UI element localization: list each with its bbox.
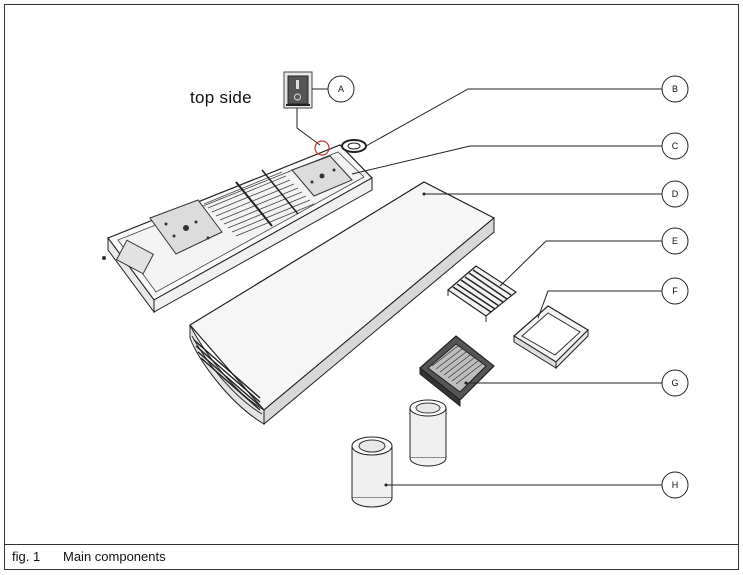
figure-caption: fig. 1 Main components [12,549,166,564]
callout-c-circle [661,132,689,160]
figure-frame [4,4,739,570]
base-unit [102,139,373,314]
leader-lines [312,88,662,486]
callout-e-circle [661,227,689,255]
cover-d [189,181,496,426]
callout-f-circle [661,277,689,305]
caption-divider [4,544,739,545]
switch-inset [283,71,321,146]
callout-f-label: F [672,286,678,296]
tubes-h [351,399,447,508]
callout-h-label: H [672,480,679,490]
figure-number: fig. 1 [12,549,41,564]
filter-g [419,335,495,408]
callout-h-circle [661,471,689,499]
callout-c-label: C [672,141,679,151]
callout-d-label: D [672,189,679,199]
frame-f [512,305,589,370]
top-side-label: top side [190,88,252,107]
figure-title: Main components [63,549,166,564]
callout-d-circle [661,180,689,208]
callout-a-label: A [338,84,344,94]
callout-g-label: G [671,378,678,388]
callout-a-circle [327,75,355,103]
callout-g-circle [661,369,689,397]
grille-e [447,265,518,322]
callout-b-label: B [672,84,678,94]
callout-e-label: E [672,236,678,246]
callout-b-circle [661,75,689,103]
